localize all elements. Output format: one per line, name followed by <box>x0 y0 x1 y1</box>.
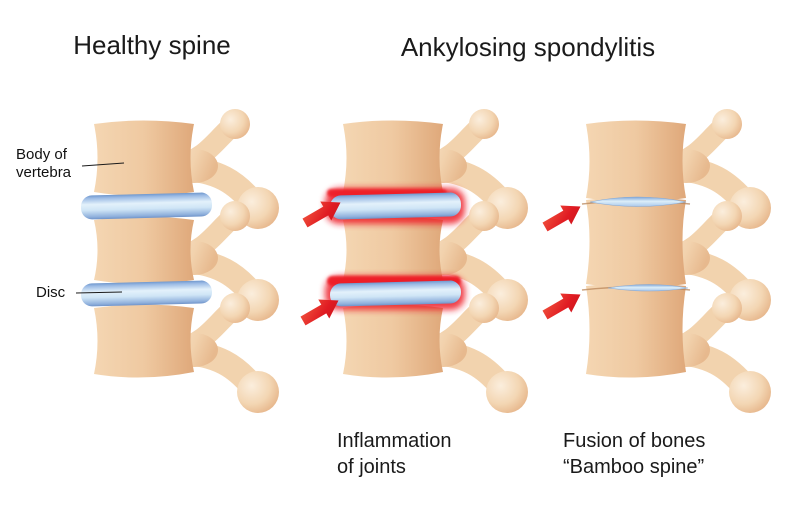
disc-remnant <box>589 196 687 207</box>
fused-vertebra-body <box>586 283 686 378</box>
body-of-vertebra-label-line1: Body of <box>16 146 67 163</box>
vertebra-body <box>94 120 194 196</box>
vertebra-body <box>343 304 443 378</box>
healthy-disc <box>81 280 213 307</box>
vertebra-body <box>94 304 194 378</box>
healthy-disc <box>80 192 213 220</box>
inflammation-caption-line2: of joints <box>337 456 406 478</box>
fusion-caption: Fusion of bones “Bamboo spine” <box>563 428 705 480</box>
title-healthy-spine: Healthy spine <box>73 30 231 60</box>
body-of-vertebra-label: Body of vertebra <box>16 146 71 182</box>
disc-pointer-line <box>75 291 123 294</box>
disc-label: Disc <box>36 284 66 301</box>
healthy-spine-diagram <box>80 109 279 413</box>
vertebra-body <box>343 120 443 196</box>
fusion-caption-line1: Fusion of bones <box>563 430 706 452</box>
fused-vertebra-body <box>586 120 686 202</box>
inflammation-caption: Inflammation of joints <box>337 428 452 480</box>
red-arrow-icon <box>539 284 587 325</box>
disc-remnant <box>607 284 689 292</box>
inflamed-disc <box>330 280 462 307</box>
vertebra-body <box>343 216 443 284</box>
vertebra-body <box>94 216 194 284</box>
body-of-vertebra-label-line2: vertebra <box>16 164 72 181</box>
fused-vertebra-body <box>586 197 686 288</box>
red-arrow-icon <box>539 196 587 237</box>
inflamed-spine-diagram <box>325 109 528 413</box>
body-of-vertebra-pointer-line <box>81 162 125 167</box>
inflamed-disc <box>329 192 462 220</box>
inflammation-caption-line1: Inflammation <box>337 430 452 452</box>
title-ankylosing-spondylitis: Ankylosing spondylitis <box>400 32 656 62</box>
fused-spine-diagram <box>581 109 771 413</box>
fusion-caption-line2: “Bamboo spine” <box>563 456 705 478</box>
